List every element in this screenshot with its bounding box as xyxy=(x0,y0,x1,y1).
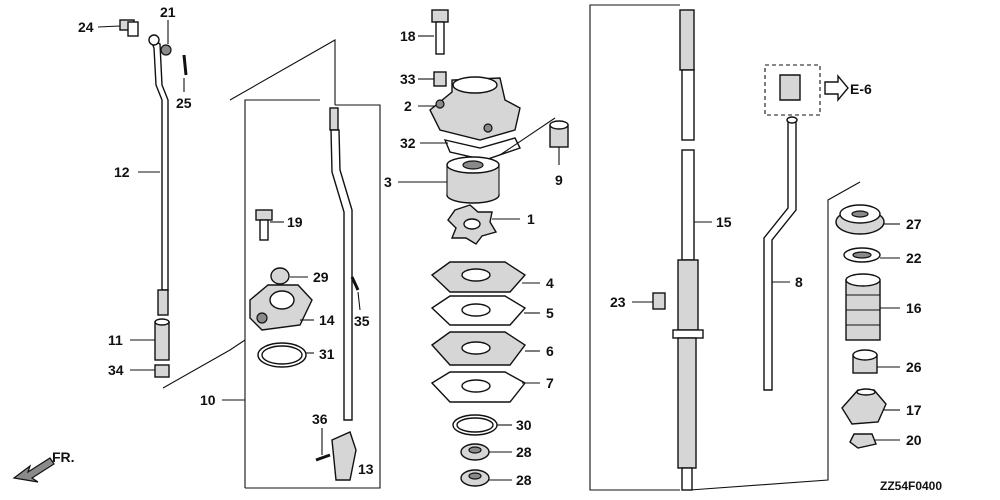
callout-7: 7 xyxy=(546,375,554,391)
sleeve-9 xyxy=(549,120,569,148)
o-ring-30 xyxy=(452,414,498,436)
oil-seal-28b xyxy=(460,469,490,487)
callout-9: 9 xyxy=(555,172,563,188)
shift-shaft-inner xyxy=(329,107,353,421)
callout-33: 33 xyxy=(400,71,416,87)
oil-seal-28a xyxy=(460,443,490,461)
water-tube-8 xyxy=(763,116,798,391)
callout-34: 34 xyxy=(108,362,124,378)
group-frame-10 xyxy=(244,99,381,489)
callout-28b: 28 xyxy=(516,472,532,488)
callout-labels: 24 21 25 12 11 34 10 19 29 14 31 35 36 1… xyxy=(78,4,942,493)
drive-shaft-15 xyxy=(672,9,704,491)
callout-12: 12 xyxy=(114,164,130,180)
callout-13: 13 xyxy=(358,461,374,477)
callout-19: 19 xyxy=(287,214,303,230)
callout-18: 18 xyxy=(400,28,416,44)
bushing-26 xyxy=(852,349,878,374)
callout-28a: 28 xyxy=(516,444,532,460)
callout-14: 14 xyxy=(319,312,335,328)
callout-11: 11 xyxy=(108,332,123,348)
callout-32: 32 xyxy=(400,135,416,151)
gasket-5 xyxy=(430,295,527,326)
bolt-19 xyxy=(255,209,273,241)
bearing-27 xyxy=(835,204,885,235)
liner-3 xyxy=(446,156,500,204)
o-ring-31 xyxy=(257,342,307,368)
callout-20: 20 xyxy=(906,432,922,448)
callout-23: 23 xyxy=(610,294,626,310)
callout-2: 2 xyxy=(404,98,412,114)
callout-27: 27 xyxy=(906,216,922,232)
callout-25: 25 xyxy=(176,95,192,111)
callout-24: 24 xyxy=(78,19,94,35)
collar-11 xyxy=(154,318,170,361)
callout-22: 22 xyxy=(906,250,922,266)
washer-22 xyxy=(843,247,881,263)
clip-23 xyxy=(652,292,666,310)
callout-36: 36 xyxy=(312,411,328,427)
callout-8: 8 xyxy=(795,274,803,290)
callout-35: 35 xyxy=(354,313,370,329)
callout-4: 4 xyxy=(546,275,554,291)
gasket-32 xyxy=(443,137,521,161)
callout-5: 5 xyxy=(546,305,554,321)
group-frame-16-17 xyxy=(689,181,861,491)
lever-13 xyxy=(331,431,357,481)
callout-6: 6 xyxy=(546,343,554,359)
impeller-1 xyxy=(447,204,498,245)
callout-31: 31 xyxy=(319,346,335,362)
grommet-ref xyxy=(764,64,849,116)
callout-26: 26 xyxy=(906,359,922,375)
pin-25 xyxy=(182,54,188,76)
bolt-24 xyxy=(119,19,139,37)
bracket-14 xyxy=(249,284,313,331)
reference-label: E-6 xyxy=(850,81,872,97)
pin-36 xyxy=(315,453,331,462)
pinion-gear-17 xyxy=(841,388,887,425)
callout-17: 17 xyxy=(906,402,922,418)
callout-30: 30 xyxy=(516,417,532,433)
plate-6 xyxy=(430,331,527,366)
plate-4 xyxy=(430,261,527,293)
bolt-18 xyxy=(431,9,449,55)
seal-29 xyxy=(270,267,290,285)
front-arrow: FR. xyxy=(12,449,75,483)
pump-housing-2 xyxy=(429,76,521,141)
callout-1: 1 xyxy=(527,211,535,227)
shift-rod-12 xyxy=(148,34,169,316)
bearing-16 xyxy=(845,273,881,341)
nut-34 xyxy=(154,364,170,378)
front-label: FR. xyxy=(52,449,75,465)
callout-21: 21 xyxy=(160,4,176,20)
washer-21 xyxy=(160,44,172,56)
nut-20 xyxy=(849,433,877,449)
pin-35 xyxy=(350,276,360,291)
callout-16: 16 xyxy=(906,300,922,316)
callout-29: 29 xyxy=(313,269,329,285)
group-frame-15 xyxy=(589,4,680,491)
callout-15: 15 xyxy=(716,214,732,230)
sleeve-33 xyxy=(433,71,447,87)
callout-10: 10 xyxy=(200,392,216,408)
leader-lines xyxy=(97,20,900,481)
callout-3: 3 xyxy=(384,174,392,190)
gasket-7 xyxy=(430,371,527,403)
diagram-code: ZZ54F0400 xyxy=(880,479,942,493)
